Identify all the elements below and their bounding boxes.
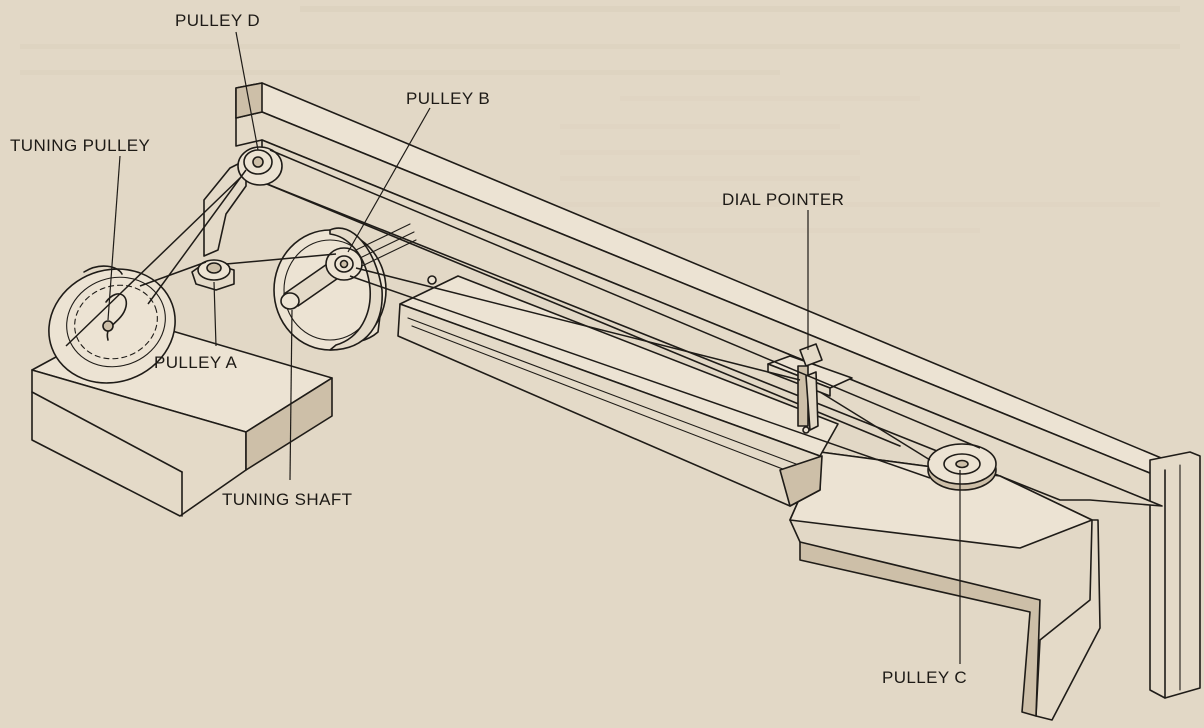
leader-tuning-pulley xyxy=(107,155,121,321)
leader-pulley-b xyxy=(347,107,431,253)
label-pulley-c: PULLEY C xyxy=(882,668,967,687)
leader-tuning-shaft xyxy=(289,309,293,481)
label-pulley-a: PULLEY A xyxy=(154,353,237,372)
part-labels: PULLEY D PULLEY B TUNING PULLEY DIAL POI… xyxy=(10,11,967,687)
label-tuning-pulley: TUNING PULLEY xyxy=(10,136,150,155)
label-dial-pointer: DIAL POINTER xyxy=(722,190,844,209)
pulley-c[interactable] xyxy=(927,443,997,491)
leader-pulley-d xyxy=(235,31,259,151)
pulley-b[interactable] xyxy=(325,247,363,281)
pointer-slide-rail xyxy=(397,275,839,507)
label-pulley-b: PULLEY B xyxy=(406,89,490,108)
label-tuning-shaft: TUNING SHAFT xyxy=(222,490,352,509)
leader-pulley-a xyxy=(213,281,217,347)
pulley-a[interactable] xyxy=(191,259,235,291)
pulley-d[interactable] xyxy=(237,146,283,186)
label-pulley-d: PULLEY D xyxy=(175,11,260,30)
dial-pointer[interactable] xyxy=(767,343,853,434)
dial-cord xyxy=(65,149,981,479)
bleed-through-text xyxy=(20,6,1180,233)
leader-lines xyxy=(107,31,961,664)
